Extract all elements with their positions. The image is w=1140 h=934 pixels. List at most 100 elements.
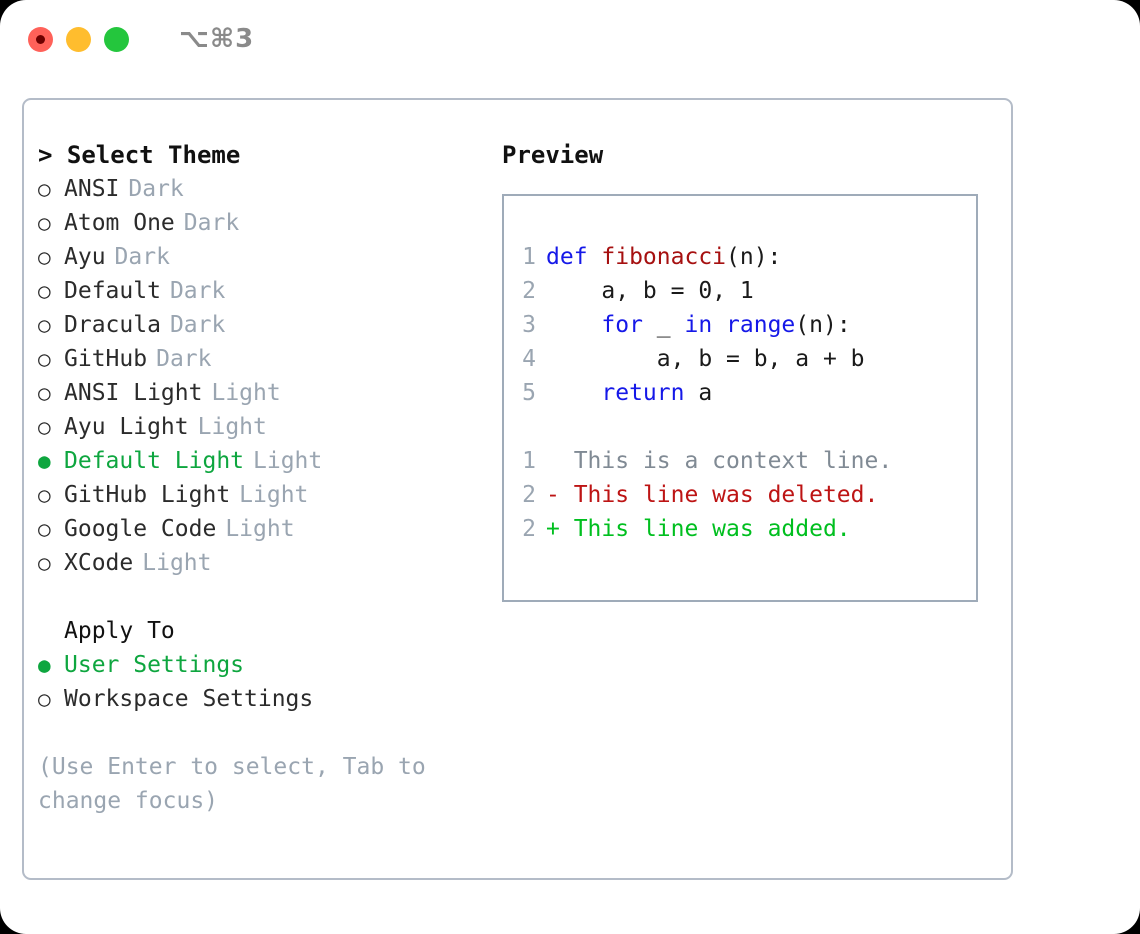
- code-line: 2 a, b = 0, 1: [504, 274, 976, 308]
- select-theme-header: > Select Theme: [38, 141, 241, 169]
- radio-unselected-icon[interactable]: ○: [38, 211, 51, 235]
- diff-line-context: 1 This is a context line.: [504, 444, 976, 478]
- code-token-plain: a, b = 0, 1: [546, 278, 754, 304]
- theme-name: XCode: [64, 550, 134, 576]
- code-content: for _ in range(n):: [546, 308, 851, 342]
- code-token-builtin: range: [726, 312, 796, 338]
- radio-unselected-icon[interactable]: ○: [38, 279, 51, 303]
- line-number: 2: [522, 482, 536, 508]
- code-line: 3 for _ in range(n):: [504, 308, 976, 342]
- theme-list-item[interactable]: ○ Ayu Light Light: [38, 410, 488, 444]
- diff-text: This line was added.: [559, 516, 851, 542]
- theme-list-item[interactable]: ○ GitHub Dark: [38, 342, 488, 376]
- list-spacer: [38, 580, 488, 614]
- diff-marker: -: [546, 482, 560, 508]
- theme-list-item[interactable]: ○ Dracula Dark: [38, 308, 488, 342]
- theme-list-item[interactable]: ○ Atom One Dark: [38, 206, 488, 240]
- theme-variant-tag: Dark: [128, 176, 184, 202]
- diff-marker: [546, 444, 560, 478]
- diff-text: This line was deleted.: [559, 482, 879, 508]
- radio-selected-icon[interactable]: ●: [38, 449, 51, 473]
- theme-variant-tag: Dark: [183, 210, 240, 236]
- code-token-keyword: in: [684, 312, 713, 338]
- diff-marker: +: [546, 516, 560, 542]
- diff-text: This is a context line.: [559, 448, 893, 474]
- theme-variant-tag: Light: [197, 414, 267, 440]
- theme-list-item[interactable]: ○ Ayu Dark: [38, 240, 488, 274]
- theme-list-item[interactable]: ○ XCode Light: [38, 546, 488, 580]
- diff-line-added: 2 + This line was added.: [504, 512, 976, 546]
- apply-to-header: Apply To: [64, 618, 175, 644]
- apply-to-label: User Settings: [64, 652, 245, 678]
- theme-name: Atom One: [64, 210, 175, 236]
- line-number: 4: [522, 346, 536, 372]
- theme-name: Ayu Light: [64, 414, 189, 440]
- theme-list-item-selected[interactable]: ● Default Light Light: [38, 444, 488, 478]
- theme-variant-tag: Light: [239, 482, 309, 508]
- theme-list-item[interactable]: ○ Google Code Light: [38, 512, 488, 546]
- radio-unselected-icon[interactable]: ○: [38, 347, 51, 371]
- theme-variant-tag: Light: [225, 516, 295, 542]
- theme-name: Default: [64, 278, 161, 304]
- line-number: 1: [522, 448, 536, 474]
- code-token-plain: (n):: [795, 312, 851, 338]
- code-token-plain: [712, 312, 726, 338]
- diff-line-deleted: 2 - This line was deleted.: [504, 478, 976, 512]
- radio-unselected-icon[interactable]: ○: [38, 177, 51, 201]
- theme-name: Ayu: [64, 244, 106, 270]
- theme-name: GitHub Light: [64, 482, 231, 508]
- theme-variant-tag: Light: [142, 550, 212, 576]
- theme-list-item[interactable]: ○ Default Dark: [38, 274, 488, 308]
- minimize-button[interactable]: [66, 26, 91, 52]
- radio-unselected-icon[interactable]: ○: [38, 381, 51, 405]
- theme-list-item[interactable]: ○ ANSI Dark: [38, 172, 488, 206]
- theme-variant-tag: Light: [211, 380, 281, 406]
- radio-unselected-icon[interactable]: ○: [38, 517, 51, 541]
- radio-unselected-icon[interactable]: ○: [38, 313, 51, 337]
- radio-unselected-icon[interactable]: ○: [38, 687, 51, 711]
- maximize-button[interactable]: [104, 26, 129, 52]
- code-token-plain: _: [642, 312, 685, 338]
- apply-to-item-selected[interactable]: ● User Settings: [38, 648, 488, 682]
- code-content: a, b = b, a + b: [546, 342, 865, 376]
- preview-box: 1 def fibonacci(n): 2 a, b = 0, 1 3 for …: [502, 194, 978, 602]
- theme-list-item[interactable]: ○ ANSI Light Light: [38, 376, 488, 410]
- preview-column: Preview 1 def fibonacci(n): 2 a, b = 0, …: [502, 138, 1002, 602]
- theme-name: ANSI Light: [64, 380, 203, 406]
- radio-unselected-icon[interactable]: ○: [38, 245, 51, 269]
- content-panel: > Select Theme ○ ANSI Dark ○ Atom One Da…: [22, 98, 1013, 880]
- code-content: a, b = 0, 1: [546, 274, 754, 308]
- code-token-plain: [546, 312, 601, 338]
- theme-name: Dracula: [64, 312, 161, 338]
- theme-name: ANSI: [64, 176, 120, 202]
- line-number: 2: [522, 516, 536, 542]
- theme-variant-tag: Dark: [169, 312, 226, 338]
- line-number: 2: [522, 278, 536, 304]
- theme-variant-tag: Dark: [169, 278, 226, 304]
- line-number: 5: [522, 380, 536, 406]
- theme-list: ○ ANSI Dark ○ Atom One Dark ○ Ayu Dark ○…: [38, 172, 488, 580]
- code-token-keyword: return: [601, 380, 685, 406]
- traffic-light-group: [28, 26, 129, 52]
- code-token-function: fibonacci: [601, 244, 727, 270]
- apply-to-list: ● User Settings ○ Workspace Settings: [38, 648, 488, 716]
- apply-to-label: Workspace Settings: [64, 686, 314, 712]
- radio-unselected-icon[interactable]: ○: [38, 483, 51, 507]
- apply-to-item[interactable]: ○ Workspace Settings: [38, 682, 488, 716]
- radio-unselected-icon[interactable]: ○: [38, 415, 51, 439]
- code-token-plain: a, b = b, a + b: [546, 346, 865, 372]
- title-bar: ⌥⌘3: [0, 0, 1140, 78]
- radio-selected-icon[interactable]: ●: [38, 653, 51, 677]
- theme-variant-tag: Dark: [156, 346, 212, 372]
- code-token-plain: [546, 380, 601, 406]
- close-button[interactable]: [28, 26, 53, 52]
- diff-separator: [504, 410, 976, 444]
- code-token-plain: (n):: [726, 244, 782, 270]
- radio-unselected-icon[interactable]: ○: [38, 551, 51, 575]
- keyboard-shortcut-label: ⌥⌘3: [179, 24, 255, 54]
- code-token-keyword: def: [546, 244, 602, 270]
- theme-name: Default Light: [64, 448, 245, 474]
- theme-list-item[interactable]: ○ GitHub Light Light: [38, 478, 488, 512]
- theme-name: GitHub: [64, 346, 148, 372]
